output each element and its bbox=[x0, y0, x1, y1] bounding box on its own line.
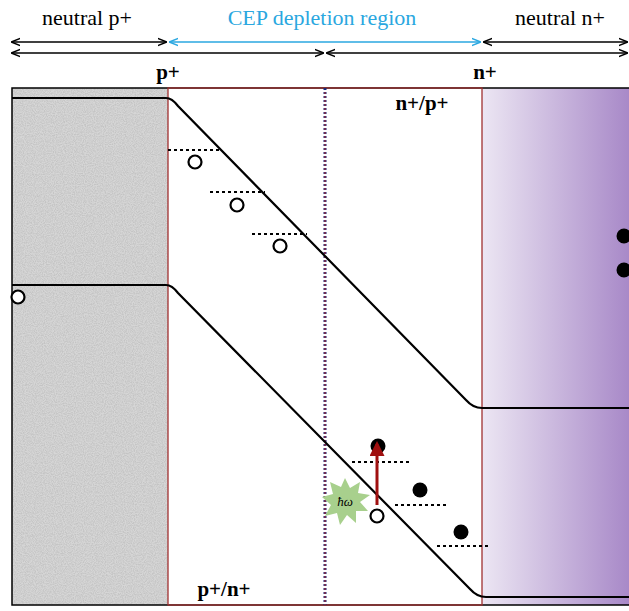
photon-label: ħω bbox=[337, 495, 353, 508]
depletion-region bbox=[168, 88, 482, 605]
side-label: p+ bbox=[156, 62, 180, 83]
width-arrow bbox=[327, 52, 627, 53]
neutral-p-region bbox=[12, 88, 168, 605]
width-arrow bbox=[12, 41, 166, 42]
doping-label: n+/p+ bbox=[395, 93, 448, 114]
doping-label: p+/n+ bbox=[197, 579, 250, 600]
holes bbox=[12, 156, 384, 523]
frame bbox=[12, 88, 629, 605]
region-label: CEP depletion region bbox=[228, 7, 417, 29]
excitation-arrow bbox=[376, 444, 379, 505]
conduction-band bbox=[12, 98, 629, 408]
side-label: n+ bbox=[473, 62, 497, 83]
region-label: neutral p+ bbox=[42, 7, 132, 29]
texture bbox=[12, 88, 168, 605]
trap-levels bbox=[168, 150, 490, 546]
width-arrow bbox=[170, 41, 480, 42]
width-arrow bbox=[484, 41, 627, 42]
region-label: neutral n+ bbox=[515, 7, 605, 29]
junction-line bbox=[324, 88, 327, 605]
junction-line bbox=[325, 90, 326, 605]
neutral-n-region bbox=[482, 88, 629, 605]
electrons bbox=[371, 229, 629, 540]
valence-band bbox=[12, 285, 629, 597]
photon-burst bbox=[322, 478, 370, 525]
width-arrow bbox=[12, 52, 323, 53]
